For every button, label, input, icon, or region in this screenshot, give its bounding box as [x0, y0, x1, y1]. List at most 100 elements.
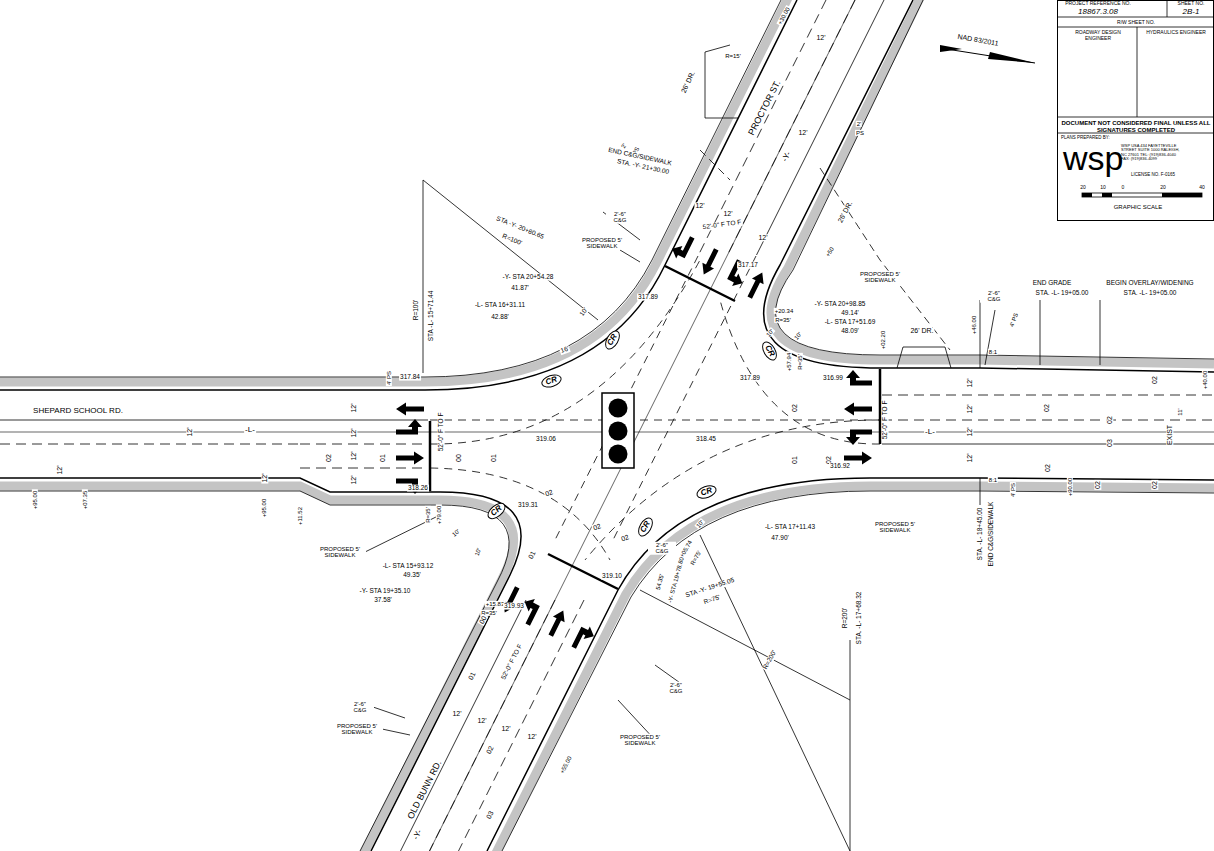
plan-label: -Y- — [412, 828, 425, 842]
plan-label: -Y- STA 20+98.85 — [814, 301, 867, 308]
plan-label: 10' — [473, 546, 482, 557]
curb-ramp-oval: CR — [484, 500, 508, 523]
plan-label: PROPOSED 5' SIDEWALK — [331, 723, 383, 736]
plan-label: R=100' — [500, 233, 523, 248]
plan-label: 316.92 — [829, 463, 851, 470]
plan-label: +90.00 — [1067, 477, 1073, 498]
plan-label: 317.89 — [637, 294, 659, 301]
plan-label: +46.00 — [971, 315, 977, 336]
plan-label: 47.90' — [770, 535, 790, 542]
plan-label: 52'-0" F TO F — [438, 412, 445, 453]
plan-label: R=200' — [762, 648, 779, 671]
plan-label: 01 — [490, 453, 497, 463]
curb-ramp-oval: CR — [694, 483, 718, 501]
plan-label: 02 — [1043, 403, 1050, 413]
plan-label: -L- STA 15+93.12 — [382, 563, 435, 570]
plan-label: 02 — [1106, 415, 1113, 425]
plan-label: 2' — [856, 121, 862, 127]
plan-label: 2'-6" C&G — [606, 211, 634, 224]
plan-label: -L- — [924, 428, 936, 436]
plan-label: 12' — [722, 210, 733, 217]
title-block-text: WSP USA 434 FAYETTEVILLE STREET SUITE 10… — [1121, 144, 1183, 162]
curb-ramp-oval: CR — [635, 515, 656, 539]
plan-label: END C&G/SIDEWALK — [988, 501, 995, 568]
title-block-text: 40 — [1199, 185, 1205, 191]
plan-label: 02 — [791, 403, 798, 413]
title-block-text: R/W SHEET NO. — [1117, 20, 1155, 26]
title-block-text: 0 — [1122, 185, 1125, 191]
plan-label: 10' — [792, 330, 803, 342]
plan-label: 10' — [450, 527, 462, 538]
plan-label: PROPOSED 5' SIDEWALK — [576, 237, 628, 250]
plan-label: -L- STA 17+51.69 — [824, 319, 877, 326]
plan-label: 10' — [578, 306, 590, 318]
plan-label: 8:1 — [988, 349, 998, 355]
stop-bar — [430, 266, 880, 589]
plan-label: R=35' — [425, 506, 431, 524]
plan-label: 02 — [543, 488, 555, 498]
plan-label: 02 — [1151, 375, 1158, 385]
plan-label: 12' — [500, 725, 511, 732]
plan-label: -L- STA 16+31.11 — [474, 302, 526, 309]
plan-label: 00 — [455, 453, 462, 463]
plan-label: 318.26 — [407, 485, 429, 492]
curb-ramp-text: CR — [639, 520, 652, 534]
plan-label: 12' — [757, 234, 768, 241]
plan-label: +20.34 — [774, 308, 795, 314]
plan-label: STA. -L- 18+45.00 — [977, 507, 984, 562]
plan-label: 12' — [966, 377, 973, 388]
plan-label: R=75' — [702, 594, 722, 606]
plan-label: 10' — [694, 518, 705, 530]
plan-label: STA. -L- 19+05.00 — [1035, 290, 1090, 297]
curb-ramp-oval: CR — [539, 372, 563, 390]
plan-label: 02 — [1151, 480, 1158, 490]
plan-label: 317.89 — [739, 375, 761, 382]
plan-label: PROPOSED 5' SIDEWALK — [869, 521, 921, 534]
title-block-text: 18867.3.08 — [1078, 8, 1118, 17]
plan-label: +50 — [824, 245, 836, 259]
plan-label: +55.00 — [559, 754, 574, 775]
plan-label: 01 — [791, 455, 798, 465]
plan-label: 03 — [1106, 438, 1113, 448]
plan-label: PS — [855, 130, 865, 136]
plan-label: +30.00 — [776, 5, 791, 26]
title-block: PROJECT REFERENCE NO.SHEET NO.18867.3.08… — [1057, 0, 1214, 221]
plan-label: 319.10 — [601, 573, 623, 580]
plan-label: +07.35 — [82, 490, 88, 511]
plan-label: 03 — [485, 809, 496, 821]
plan-label: PROCTOR ST. — [747, 78, 784, 138]
plan-label: 10' — [764, 327, 775, 339]
title-block-text: DOCUMENT NOT CONSIDERED FINAL UNLESS ALL… — [1061, 120, 1211, 133]
plan-label: 4' PS — [386, 370, 392, 386]
title-block-text: 20 — [1160, 185, 1166, 191]
plan-label: -Y- STA 19+78.80 — [667, 556, 686, 605]
plan-label: 317.84 — [399, 374, 421, 381]
plan-label: PROPOSED 5' SIDEWALK — [854, 271, 906, 284]
curb-ramp-text: CR — [489, 504, 503, 518]
plan-label: +40.00 — [1202, 370, 1208, 391]
plan-label: 02 — [325, 453, 332, 463]
plan-label: 41.87' — [510, 285, 530, 292]
plan-label: +95.00 — [32, 490, 38, 511]
plan-label: 49.35' — [402, 572, 422, 579]
plan-label: 26' DR. — [679, 69, 696, 95]
plan-label: 02 — [485, 744, 496, 756]
plan-label: BEGIN OVERLAY/WIDENING — [1105, 280, 1194, 287]
plan-label: 52'-0" F TO F — [701, 219, 742, 231]
plan-label: 12' — [476, 717, 487, 724]
plan-label: 2'-6" C&G — [980, 290, 1008, 303]
property-line — [700, 150, 950, 350]
title-block-text: 20 — [1080, 185, 1086, 191]
plan-label: PROPOSED 5' SIDEWALK — [614, 734, 666, 747]
plan-label: STA -L- 15+71.44 — [428, 290, 435, 343]
plan-label: -Y- STA 20+54.28 — [502, 274, 555, 281]
plan-label: 12' — [966, 426, 973, 437]
title-block-text: 10 — [1100, 185, 1106, 191]
lane-arrow — [396, 232, 872, 654]
plan-label: R=35' — [774, 317, 792, 323]
plan-label: 316.99 — [822, 375, 844, 382]
curb-ramp-oval: CR — [602, 328, 623, 352]
plan-label: 2'-6" C&G — [346, 701, 374, 714]
